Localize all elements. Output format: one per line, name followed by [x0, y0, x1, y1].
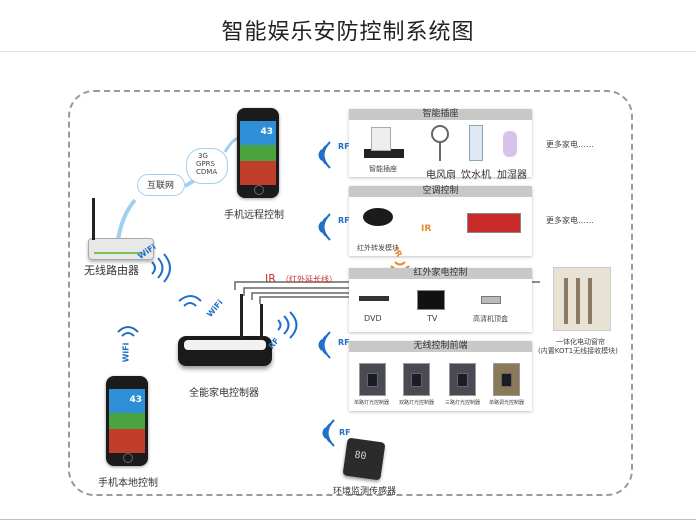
ir-module-label: 红外转发模块	[357, 244, 399, 252]
ir-line-title: IR	[265, 272, 276, 285]
system-boundary	[68, 90, 633, 496]
page-title: 智能娱乐安防控制系统图	[221, 20, 475, 45]
sensor-rf-label: RF	[339, 428, 351, 437]
internet-cloud	[137, 174, 185, 196]
fan-label: 电风扇	[426, 170, 456, 181]
local-phone-temp: 43	[129, 395, 142, 406]
ir-module-icon	[363, 208, 393, 226]
remote-phone-temp: 43	[260, 127, 273, 138]
ir-home-title: 红外家电控制	[349, 268, 532, 279]
stb-label: 高清机顶盒	[473, 315, 508, 323]
bottom-line	[0, 519, 696, 520]
title-divider	[0, 51, 696, 52]
ir-line-label: IR （红外延长线）	[265, 267, 337, 286]
switch-2	[403, 363, 430, 396]
dvd-label: DVD	[364, 314, 382, 323]
local-phone-label: 手机本地控制	[98, 478, 158, 489]
switch-3-label: 三路灯光控制器	[445, 400, 481, 406]
home-appliance-controller	[178, 294, 272, 372]
wireless-title: 无线控制前端	[349, 341, 532, 352]
switch-2-label: 双路灯光控制器	[399, 400, 435, 406]
dvd-icon	[359, 296, 389, 301]
network-gprs: GPRS	[196, 160, 215, 168]
ac-rf-label: RF	[338, 216, 350, 225]
switch-1-label: 单路灯光控制器	[354, 400, 390, 406]
wireless-router	[88, 198, 154, 260]
controller-label: 全能家电控制器	[189, 388, 259, 399]
ac-more: 更多家电……	[546, 216, 594, 225]
local-phone: 43	[106, 376, 148, 466]
network-cdma: CDMA	[196, 168, 218, 176]
water-dispenser-icon	[469, 125, 483, 161]
smart-socket-title: 智能插座	[349, 109, 532, 120]
stb-icon	[481, 296, 501, 304]
sensor-label: 环境监测传感器	[333, 487, 397, 497]
remote-phone-label: 手机远程控制	[224, 210, 284, 221]
wireless-rf-label: RF	[338, 338, 350, 347]
smart-plug	[371, 127, 391, 151]
ir-line-note: （红外延长线）	[280, 275, 337, 284]
socket-more: 更多家电……	[546, 140, 594, 149]
switch-1	[359, 363, 386, 396]
air-conditioner-icon	[467, 213, 521, 233]
environment-sensor: 80	[342, 437, 386, 481]
smart-socket-panel: 智能插座 智能插座 电风扇 饮水机 加湿器	[349, 109, 532, 181]
wireless-panel: 无线控制前端 单路灯光控制器 双路灯光控制器 三路灯光控制器 单路调光控制器	[349, 341, 532, 411]
tv-label: TV	[427, 314, 438, 323]
local-wifi-label: WiFi	[121, 342, 131, 363]
network-3g: 3G	[198, 152, 208, 160]
water-label: 饮水机	[461, 170, 491, 181]
mobile-network-cloud	[186, 148, 228, 184]
curtain-note: (内置KOT1无线接收模块)	[538, 347, 618, 355]
switch-3	[449, 363, 476, 396]
router-label: 无线路由器	[84, 264, 139, 277]
switch-4	[493, 363, 520, 396]
electric-curtain	[553, 267, 611, 331]
curtain-label: 一体化电动窗帘	[556, 338, 605, 346]
ir-home-panel: 红外家电控制 DVD TV 高清机顶盒	[349, 268, 532, 332]
internet-label: 互联网	[147, 181, 175, 191]
power-strip	[364, 149, 404, 158]
socket-label: 智能插座	[369, 165, 397, 173]
ac-panel: 空调控制 红外转发模块 IR	[349, 186, 532, 256]
tv-icon	[417, 290, 445, 310]
sensor-readout: 80	[353, 449, 368, 463]
ac-title: 空调控制	[349, 186, 532, 197]
socket-rf-label: RF	[338, 142, 350, 151]
humidifier-label: 加湿器	[497, 170, 527, 181]
remote-phone: 43	[237, 108, 279, 198]
humidifier-icon	[503, 131, 517, 157]
switch-4-label: 单路调光控制器	[489, 400, 525, 406]
ac-ir-label: IR	[421, 224, 432, 234]
